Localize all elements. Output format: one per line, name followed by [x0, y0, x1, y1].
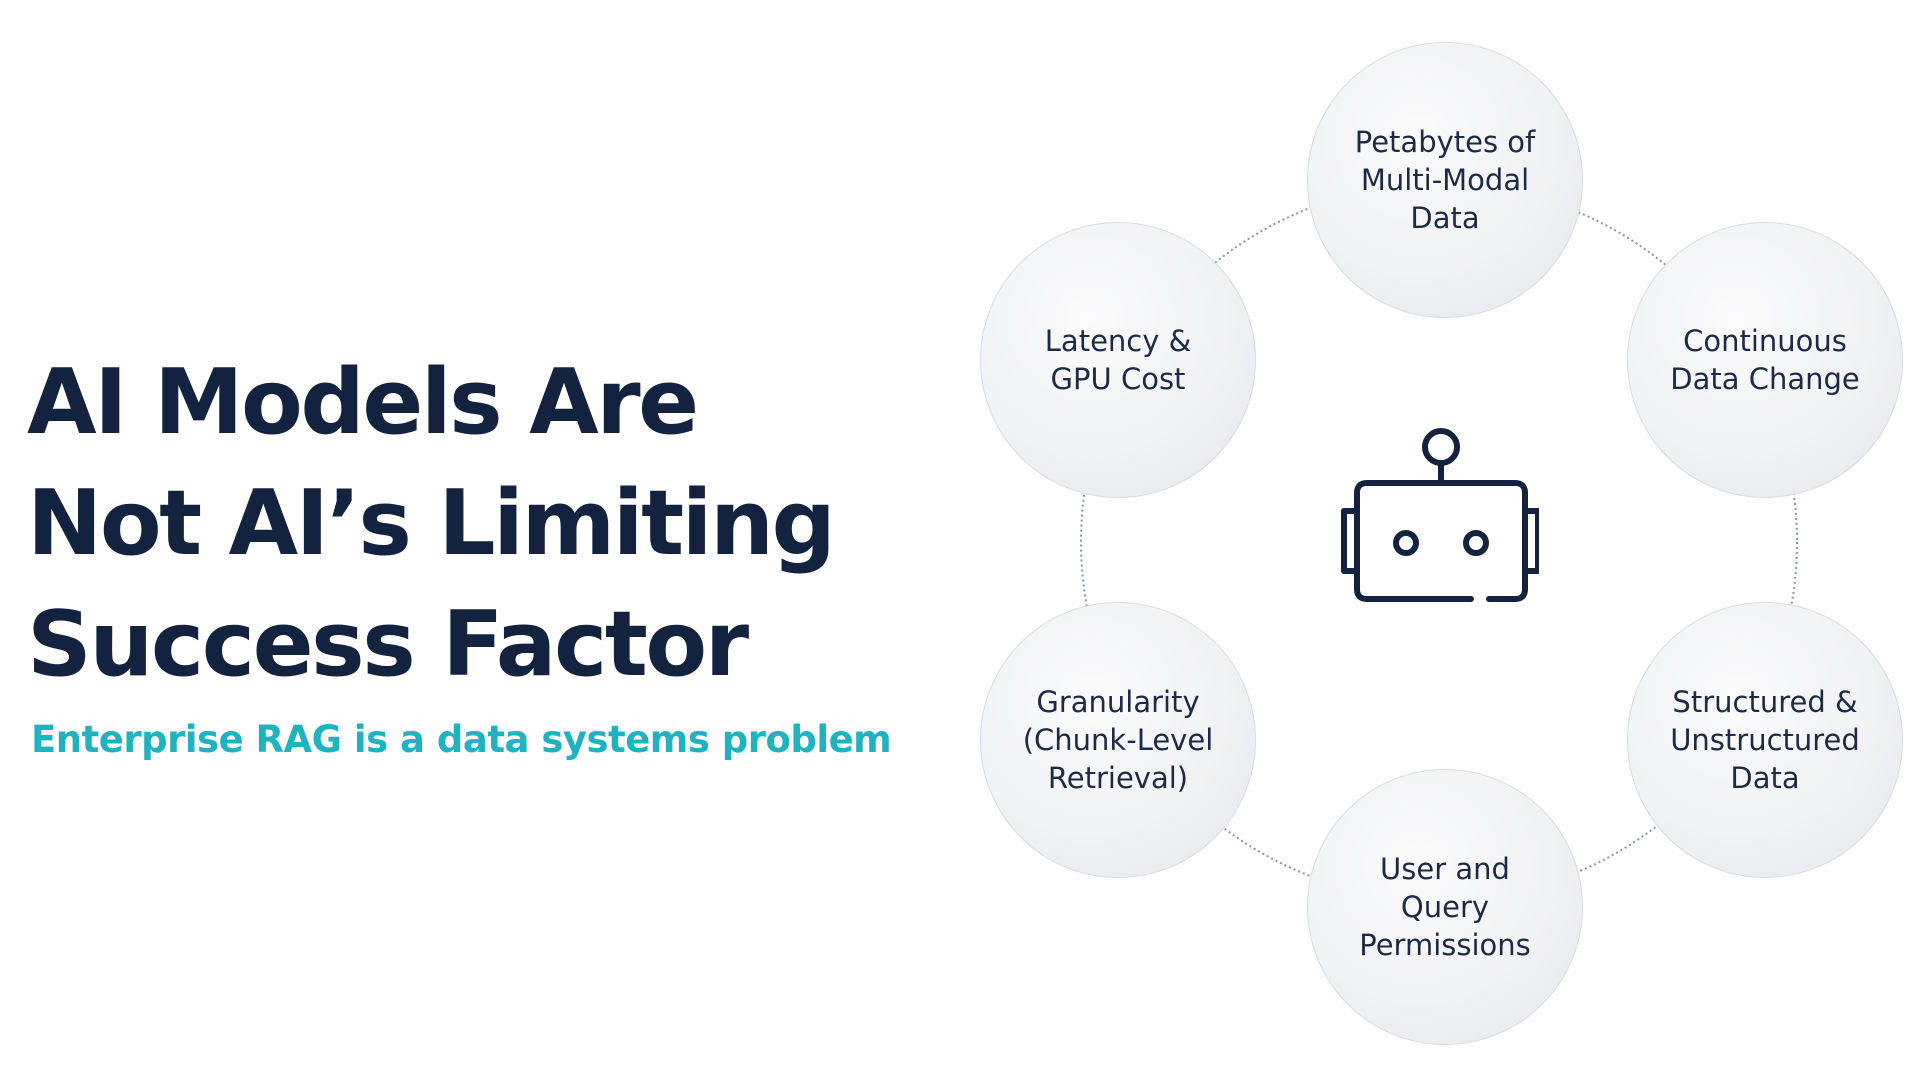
node-label: Structured & Unstructured Data [1670, 685, 1860, 795]
node-latency-gpu-cost: Latency & GPU Cost [980, 222, 1256, 498]
robot-icon [1341, 428, 1539, 602]
subtitle: Enterprise RAG is a data systems problem [31, 718, 892, 761]
node-label: Petabytes of Multi-Modal Data [1354, 125, 1536, 235]
headline-line-2: Not AI’s Limiting [27, 471, 836, 576]
node-label: User and Query Permissions [1359, 852, 1531, 962]
node-petabytes: Petabytes of Multi-Modal Data [1307, 42, 1583, 318]
node-structured-unstructured: Structured & Unstructured Data [1627, 602, 1903, 878]
node-granularity: Granularity (Chunk-Level Retrieval) [980, 602, 1256, 878]
node-label: Latency & GPU Cost [1044, 324, 1192, 396]
node-label: Continuous Data Change [1670, 324, 1860, 396]
headline-line-1: AI Models Are [27, 350, 699, 455]
headline: AI Models Are Not AI’s Limiting Success … [27, 342, 836, 705]
node-user-query-permissions: User and Query Permissions [1307, 769, 1583, 1045]
node-continuous-data-change: Continuous Data Change [1627, 222, 1903, 498]
node-label: Granularity (Chunk-Level Retrieval) [1022, 685, 1214, 795]
headline-line-3: Success Factor [27, 592, 749, 697]
